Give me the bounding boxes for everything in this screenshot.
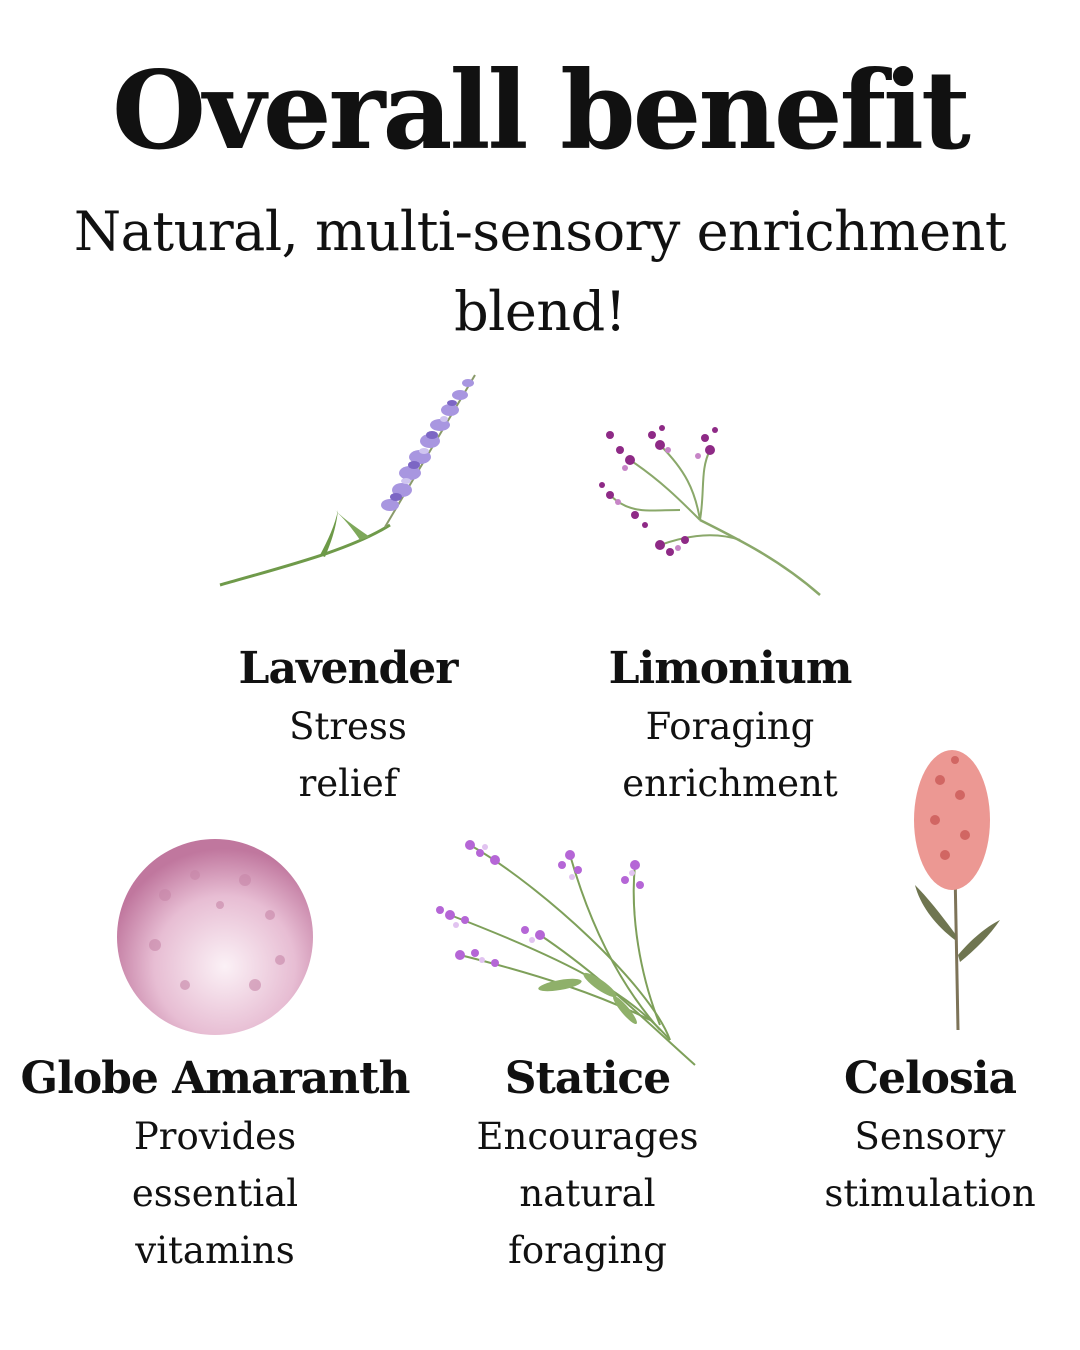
flower-name: Lavender <box>238 643 459 694</box>
flower-card-statice: Statice Encourages natural foraging <box>465 1050 710 1279</box>
flower-desc-line: Provides <box>133 1115 297 1158</box>
globe-amaranth-illustration <box>117 839 313 1035</box>
flower-name: Limonium <box>608 643 853 694</box>
flower-desc-line: relief <box>298 762 398 805</box>
flower-desc-line: enrichment <box>622 762 838 805</box>
limonium-sprig-illustration <box>599 425 821 596</box>
flower-card-globe-amaranth: Globe Amaranth Provides essential vitami… <box>20 1050 411 1279</box>
flower-name: Statice <box>504 1053 671 1104</box>
lavender-sprig-illustration <box>219 374 476 587</box>
flower-name: Celosia <box>843 1053 1017 1104</box>
flower-desc-line: Stress <box>289 705 407 748</box>
flower-desc-line: stimulation <box>824 1172 1036 1215</box>
flower-desc-line: natural <box>519 1172 656 1215</box>
flower-desc-line: Encourages <box>476 1115 699 1158</box>
page-subtitle: Natural, multi-sensory enrichment blend! <box>73 200 1007 343</box>
flower-desc-line: essential <box>131 1172 299 1215</box>
flower-name: Globe Amaranth <box>20 1053 411 1104</box>
flower-card-lavender: Lavender Stress relief <box>228 640 468 812</box>
flower-card-limonium: Limonium Foraging enrichment <box>590 640 870 812</box>
flower-desc-line: Foraging <box>645 705 815 748</box>
flower-desc-line: Sensory <box>854 1115 1006 1158</box>
page-title: Overall benefit <box>112 48 971 174</box>
flower-desc-line: vitamins <box>135 1229 295 1272</box>
celosia-flower-illustration <box>914 750 1000 1031</box>
flower-desc-line: foraging <box>508 1229 667 1272</box>
statice-bunch-illustration <box>436 840 696 1066</box>
flower-card-celosia: Celosia Sensory stimulation <box>810 1050 1050 1222</box>
